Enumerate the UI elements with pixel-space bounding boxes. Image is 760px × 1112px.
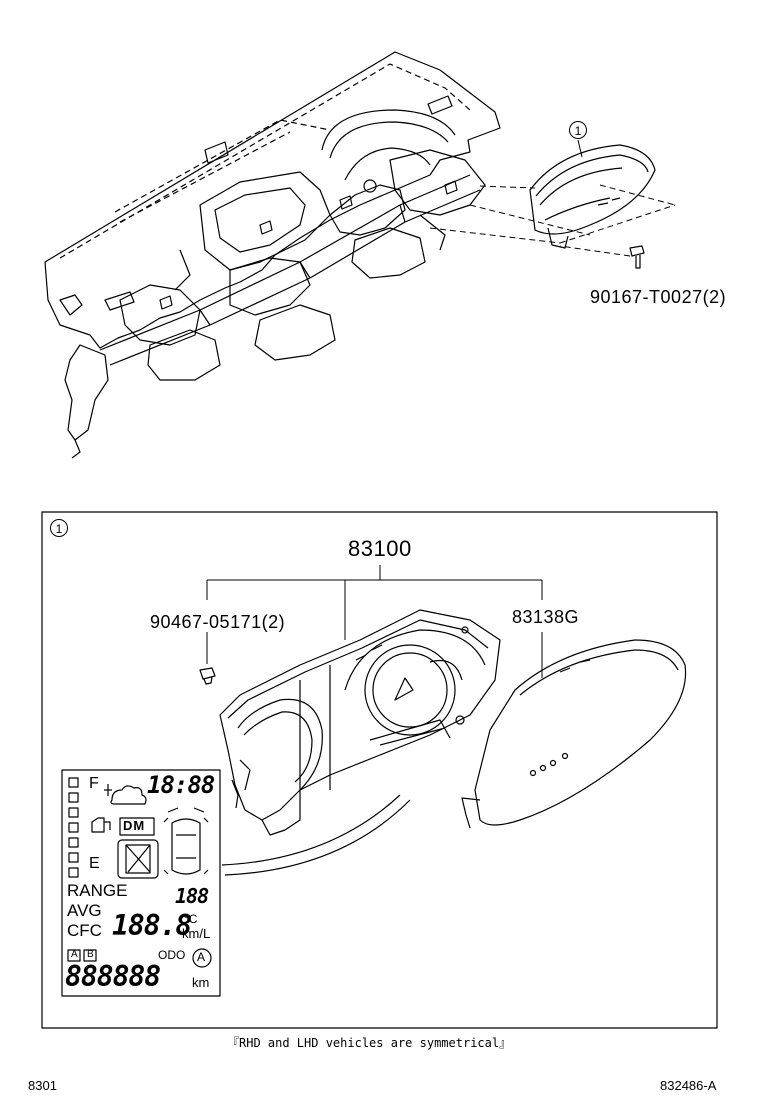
lcd-clock: 18:88 — [147, 771, 215, 799]
lcd-auto-symbol: A — [197, 950, 206, 964]
lcd-avg-value: 188.8 — [112, 909, 192, 942]
lcd-trip-a: A — [71, 949, 78, 960]
lcd-unit-celsius: °C — [184, 912, 198, 926]
part-number-screw-top: 90167-T0027(2) — [590, 287, 727, 307]
screw-top-icon — [629, 245, 645, 269]
lcd-display — [61, 769, 221, 997]
footnote: 『RHD and LHD vehicles are symmetrical』 — [227, 1036, 512, 1050]
callout-marker-detail: 1 — [50, 519, 68, 537]
combination-meter-housing — [219, 609, 501, 876]
meter-glass — [461, 639, 687, 829]
lcd-odo-unit: km — [192, 975, 210, 990]
callout-leader-top — [577, 139, 583, 158]
lcd-fuel-full: F — [89, 775, 99, 792]
detail-frame — [41, 511, 718, 1029]
lcd-range-value: 188 — [175, 884, 209, 908]
callout-marker-top: 1 — [569, 121, 587, 139]
page-code-right: 832486-A — [660, 1078, 717, 1093]
callout-leaders-detail — [206, 565, 543, 678]
projection-lines — [429, 184, 676, 257]
lcd-range-label: RANGE — [67, 881, 128, 900]
lcd-cfc-label: CFC — [67, 921, 102, 940]
part-number-glass: 83138G — [512, 607, 580, 627]
lcd-dm-label: DM — [123, 818, 146, 833]
part-number-screw-detail: 90467-05171(2) — [150, 612, 286, 632]
screw-detail-icon — [199, 667, 216, 685]
lcd-trip-b: B — [87, 949, 94, 960]
lcd-odo-label: ODO — [158, 948, 186, 962]
lcd-avg-label: AVG — [67, 901, 102, 920]
lcd-odo-value: 888888 — [65, 960, 161, 993]
part-number-meter-assy: 83100 — [348, 536, 412, 561]
page-code-left: 8301 — [28, 1078, 57, 1093]
combination-meter-small — [529, 144, 656, 249]
instrument-panel-drawing — [44, 51, 501, 459]
lcd-unit-kml: km/L — [182, 926, 211, 941]
lcd-fuel-empty: E — [89, 855, 100, 872]
